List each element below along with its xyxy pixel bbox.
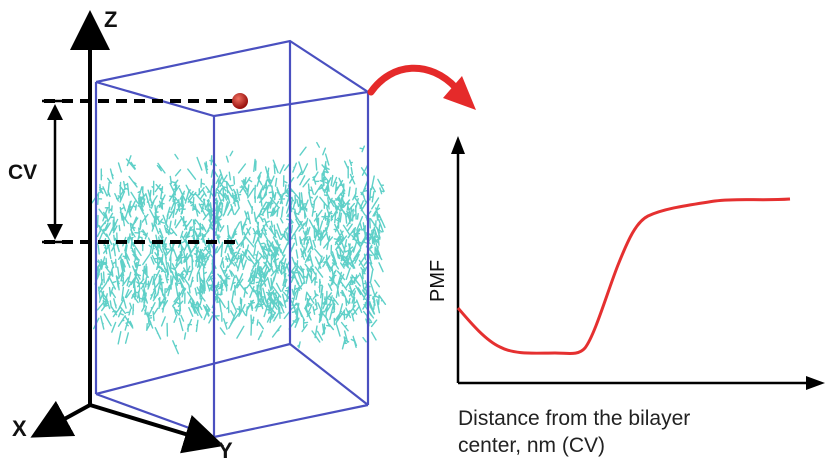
pmf-curve <box>456 197 791 356</box>
simulation-box <box>94 39 371 439</box>
z-axis-label: Z <box>104 7 117 32</box>
pmf-y-label: PMF <box>427 260 449 302</box>
transition-arrow <box>367 64 476 110</box>
solute-molecule <box>232 93 248 109</box>
lipid-bilayer <box>91 141 387 355</box>
x-axis-label: X <box>12 416 27 441</box>
y-axis-label: Y <box>218 438 233 459</box>
reference-dashes <box>44 99 238 244</box>
lipid-strands <box>91 141 387 355</box>
pmf-x-label-line1: Distance from the bilayer <box>458 407 690 430</box>
pmf-x-label-line2: center, nm (CV) <box>458 434 605 457</box>
cv-label: CV <box>8 161 37 184</box>
pmf-plot-axes <box>451 136 825 390</box>
x-axis <box>30 400 91 438</box>
y-axis <box>89 403 225 454</box>
cv-double-arrow <box>47 104 63 240</box>
axes-3d <box>30 10 225 454</box>
